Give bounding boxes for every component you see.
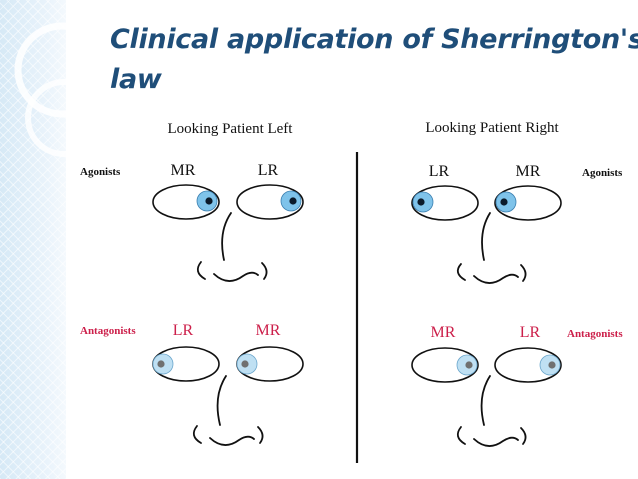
nose-mouth-drawing [192, 375, 264, 446]
face-bottom-right: MR LR [411, 324, 562, 447]
slide-title-line-2: law [110, 64, 162, 95]
role-agonists-left: Agonists [80, 166, 121, 178]
face-top-right: LR MR [411, 163, 562, 284]
nose-mouth-drawing [456, 375, 527, 447]
muscle-label-mr: MR [171, 162, 196, 179]
left-eye [152, 346, 220, 382]
nose-mouth-drawing [196, 212, 268, 282]
role-antagonists-left: Antagonists [80, 325, 136, 337]
decorative-circles [14, 22, 66, 157]
muscle-label-lr: LR [173, 322, 194, 339]
face-bottom-left: LR MR [152, 322, 304, 446]
muscle-label-lr: LR [520, 324, 541, 341]
face-top-left: MR LR [152, 162, 304, 282]
decorative-mesh-pattern [0, 0, 66, 479]
muscle-label-mr: MR [516, 163, 541, 180]
slide-title-line-1: Clinical application of Sherrington's [110, 24, 638, 55]
role-agonists-right: Agonists [582, 167, 623, 179]
right-eye [236, 346, 304, 382]
heading-looking-left: Looking Patient Left [168, 121, 294, 137]
left-eye [152, 184, 220, 220]
left-eye [411, 347, 479, 383]
muscle-label-lr: LR [258, 162, 279, 179]
slide-title: Clinical application of Sherrington's la… [110, 20, 638, 100]
muscle-label-mr: MR [256, 322, 281, 339]
right-eye [236, 184, 304, 220]
muscle-label-mr: MR [431, 324, 456, 341]
heading-looking-right: Looking Patient Right [425, 120, 559, 136]
left-eye [411, 185, 479, 221]
right-eye [494, 347, 562, 383]
nose-mouth-drawing [456, 212, 527, 284]
right-eye [494, 185, 562, 221]
decorative-accent-strip [0, 0, 66, 479]
role-antagonists-right: Antagonists [567, 328, 623, 340]
muscle-label-lr: LR [429, 163, 450, 180]
